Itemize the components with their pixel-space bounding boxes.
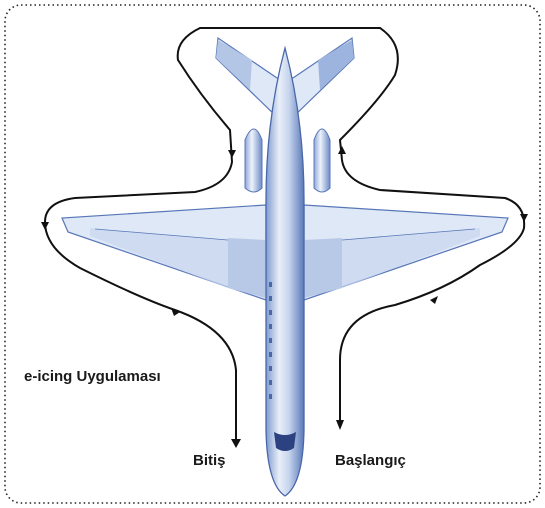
end-label: Bitiş: [193, 452, 226, 469]
start-arrow-icon: [336, 420, 344, 430]
procedure-label: e-icing Uygulaması: [24, 368, 161, 385]
arrow-icon: [41, 222, 49, 230]
arrow-icon: [520, 214, 528, 222]
end-arrow-icon: [231, 439, 241, 448]
start-label: Başlangıç: [335, 452, 406, 469]
arrow-icon: [338, 146, 346, 154]
fuselage: [266, 48, 304, 496]
arrow-icon: [430, 296, 438, 304]
arrow-icon: [228, 150, 236, 158]
